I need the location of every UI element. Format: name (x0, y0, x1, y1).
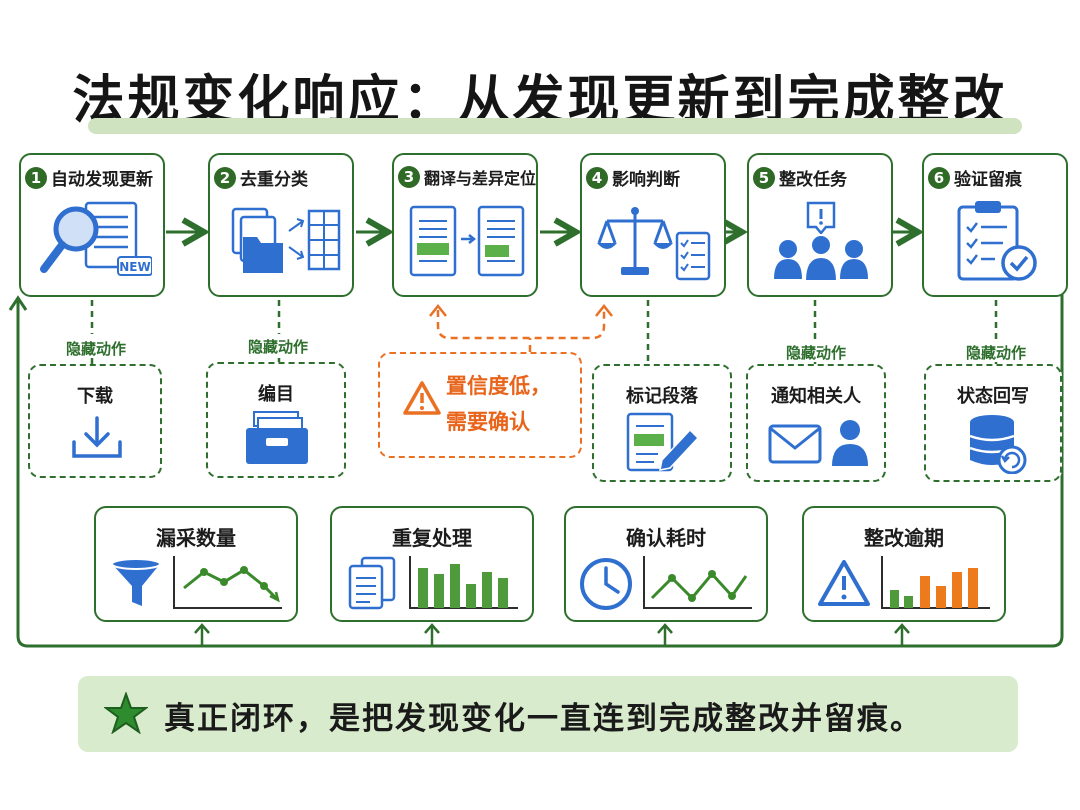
stage-label: 验证留痕 (954, 170, 1022, 190)
metric-remediation-overdue[interactable]: 整改逾期 (802, 506, 1006, 622)
duplicate-docs-icon (348, 556, 396, 610)
low-confidence-box[interactable]: 置信度低， 需要确认 (378, 352, 582, 458)
hidden-action-label: 隐藏动作 (785, 344, 846, 362)
stage-auto-discover[interactable]: 1 自动发现更新 NEW (19, 153, 165, 297)
feedback-loop (8, 264, 1064, 648)
action-download[interactable]: 下载 (28, 364, 162, 478)
summary-banner (78, 676, 1018, 752)
step-number: 4 (586, 166, 608, 189)
metric-label: 漏采数量 (156, 526, 236, 550)
line-down-chart (173, 556, 282, 609)
step-number: 1 (25, 166, 47, 189)
metric-label: 确认耗时 (626, 526, 706, 550)
warning-icon (818, 560, 870, 606)
clipboard-check-icon (957, 201, 1037, 281)
action-status-writeback[interactable]: 状态回写 (924, 364, 1062, 482)
summary-text: 真正闭环，是把发现变化一直连到完成整改并留痕。 (164, 701, 923, 737)
metric-label: 重复处理 (392, 526, 472, 550)
step-number: 5 (753, 166, 775, 189)
database-sync-icon (969, 415, 1027, 474)
hidden-action-label: 隐藏动作 (965, 344, 1026, 362)
stage-label: 去重分类 (240, 170, 308, 190)
metric-confirm-time[interactable]: 确认耗时 (564, 506, 768, 622)
document-pen-icon (626, 412, 700, 472)
warning-icon (403, 381, 441, 415)
stage-remediation-tasks[interactable]: 5 整改任务 (747, 153, 893, 297)
clock-icon (580, 558, 632, 610)
action-mark-paragraph[interactable]: 标记段落 (592, 364, 732, 482)
funnel-icon (111, 558, 161, 606)
action-catalog[interactable]: 编目 (206, 362, 346, 478)
stage-translate-diff[interactable]: 3 翻译与差异定位 (392, 153, 538, 297)
stage-impact-assess[interactable]: 4 影响判断 (580, 153, 726, 297)
metric-missed-count[interactable]: 漏采数量 (94, 506, 298, 622)
metric-label: 整改逾期 (864, 526, 944, 550)
stage-label: 整改任务 (779, 170, 847, 190)
scales-checklist-icon (597, 207, 711, 281)
stage-label: 影响判断 (612, 170, 680, 190)
star-icon (104, 692, 148, 734)
mail-person-icon (768, 420, 868, 466)
action-notify[interactable]: 通知相关人 (746, 364, 886, 482)
title-underline (88, 118, 1022, 134)
metric-duplicate-processing[interactable]: 重复处理 (330, 506, 534, 622)
document-compare-icon (409, 205, 525, 277)
low-confidence-line2: 需要确认 (446, 410, 530, 434)
action-label: 标记段落 (626, 386, 698, 407)
confidence-arrows (436, 310, 606, 352)
stage-label: 自动发现更新 (51, 170, 153, 190)
step-number: 3 (398, 166, 420, 188)
team-alert-icon (774, 201, 868, 282)
magnifier-document-icon: NEW (40, 201, 152, 276)
low-confidence-line1: 置信度低， (446, 374, 551, 398)
action-label: 通知相关人 (771, 386, 861, 407)
folder-sort-grid-icon (231, 207, 341, 273)
step-number: 6 (928, 166, 950, 189)
hidden-action-label: 隐藏动作 (247, 338, 308, 356)
stage-verify-trace[interactable]: 6 验证留痕 (922, 153, 1068, 297)
bars-chart (409, 556, 518, 609)
stage-label: 翻译与差异定位 (424, 169, 537, 188)
bars-highlight-chart (881, 556, 990, 609)
line-zigzag-chart (643, 556, 752, 609)
step-number: 2 (214, 166, 236, 189)
new-badge: NEW (119, 260, 150, 274)
file-cabinet-icon (246, 411, 308, 464)
download-icon (72, 416, 122, 458)
stage-dedupe-classify[interactable]: 2 去重分类 (208, 153, 354, 297)
action-label: 下载 (77, 386, 113, 407)
action-label: 状态回写 (957, 386, 1029, 407)
hidden-action-label: 隐藏动作 (65, 340, 126, 358)
action-label: 编目 (258, 384, 294, 405)
